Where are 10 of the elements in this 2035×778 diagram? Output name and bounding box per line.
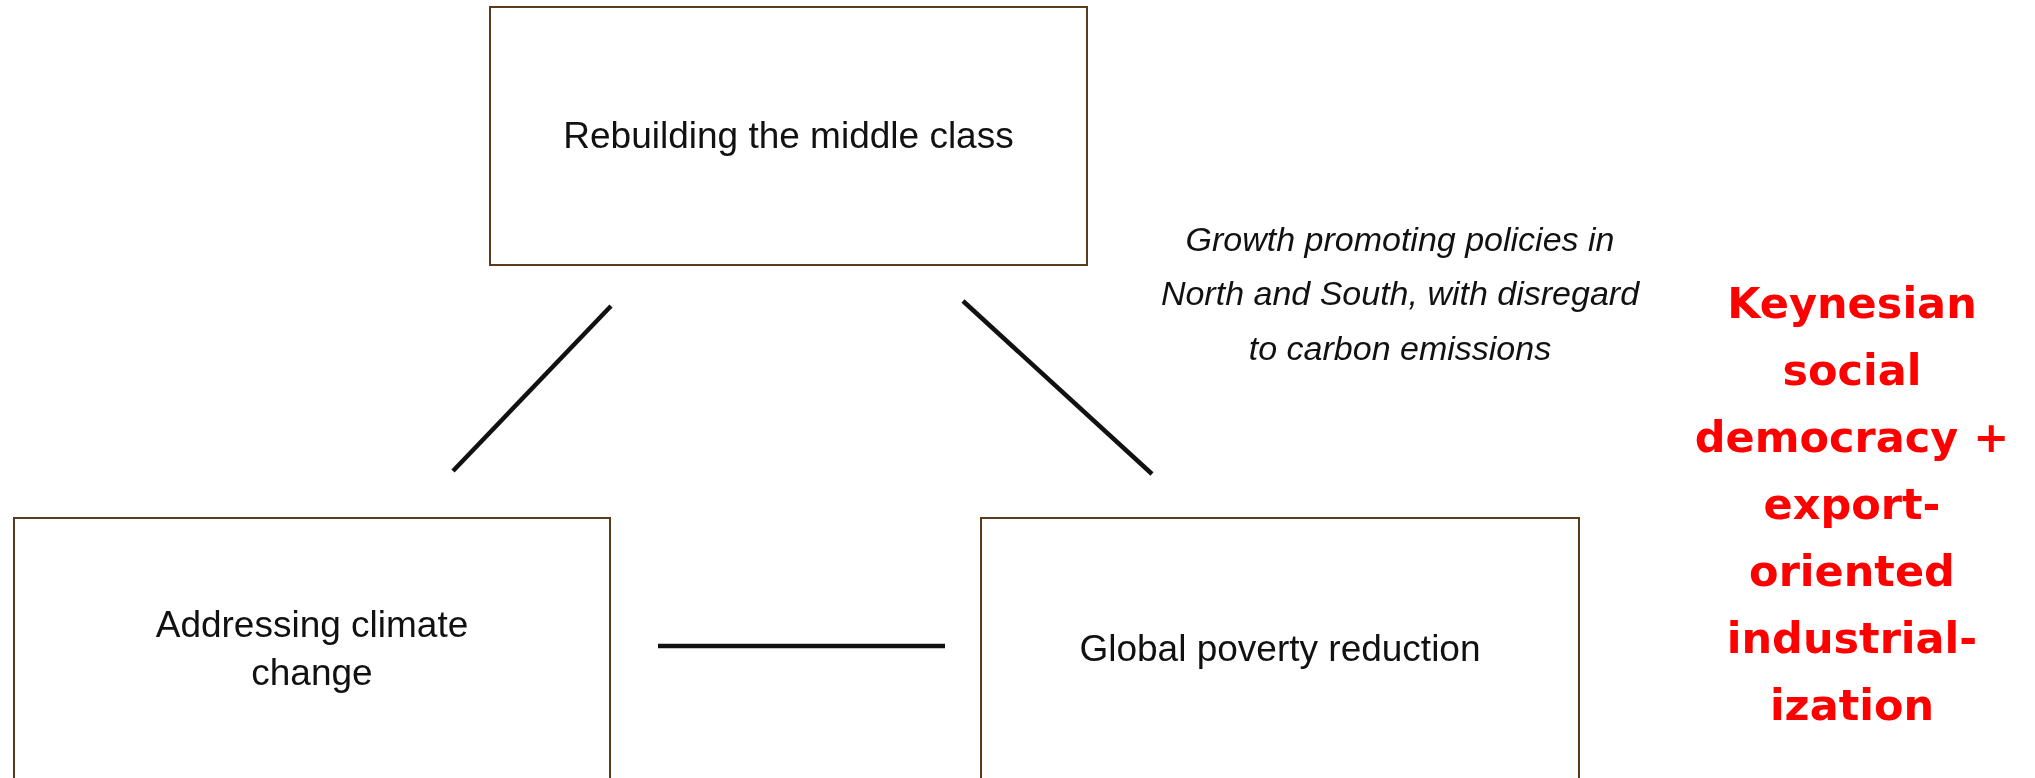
box-label: Rebuilding the middle class	[563, 113, 1014, 158]
connector-line	[961, 299, 1154, 476]
annotation-text: Keynesian social democracy + export-oriented industrial-ization	[1693, 277, 2011, 733]
connector-line	[658, 643, 945, 649]
text-box	[489, 6, 1088, 266]
connector-line	[451, 304, 613, 473]
text-box	[980, 517, 1580, 778]
box-label: Global poverty reduction	[1079, 626, 1481, 671]
text-box	[13, 517, 611, 778]
box-label: Addressing climate change	[154, 602, 470, 695]
